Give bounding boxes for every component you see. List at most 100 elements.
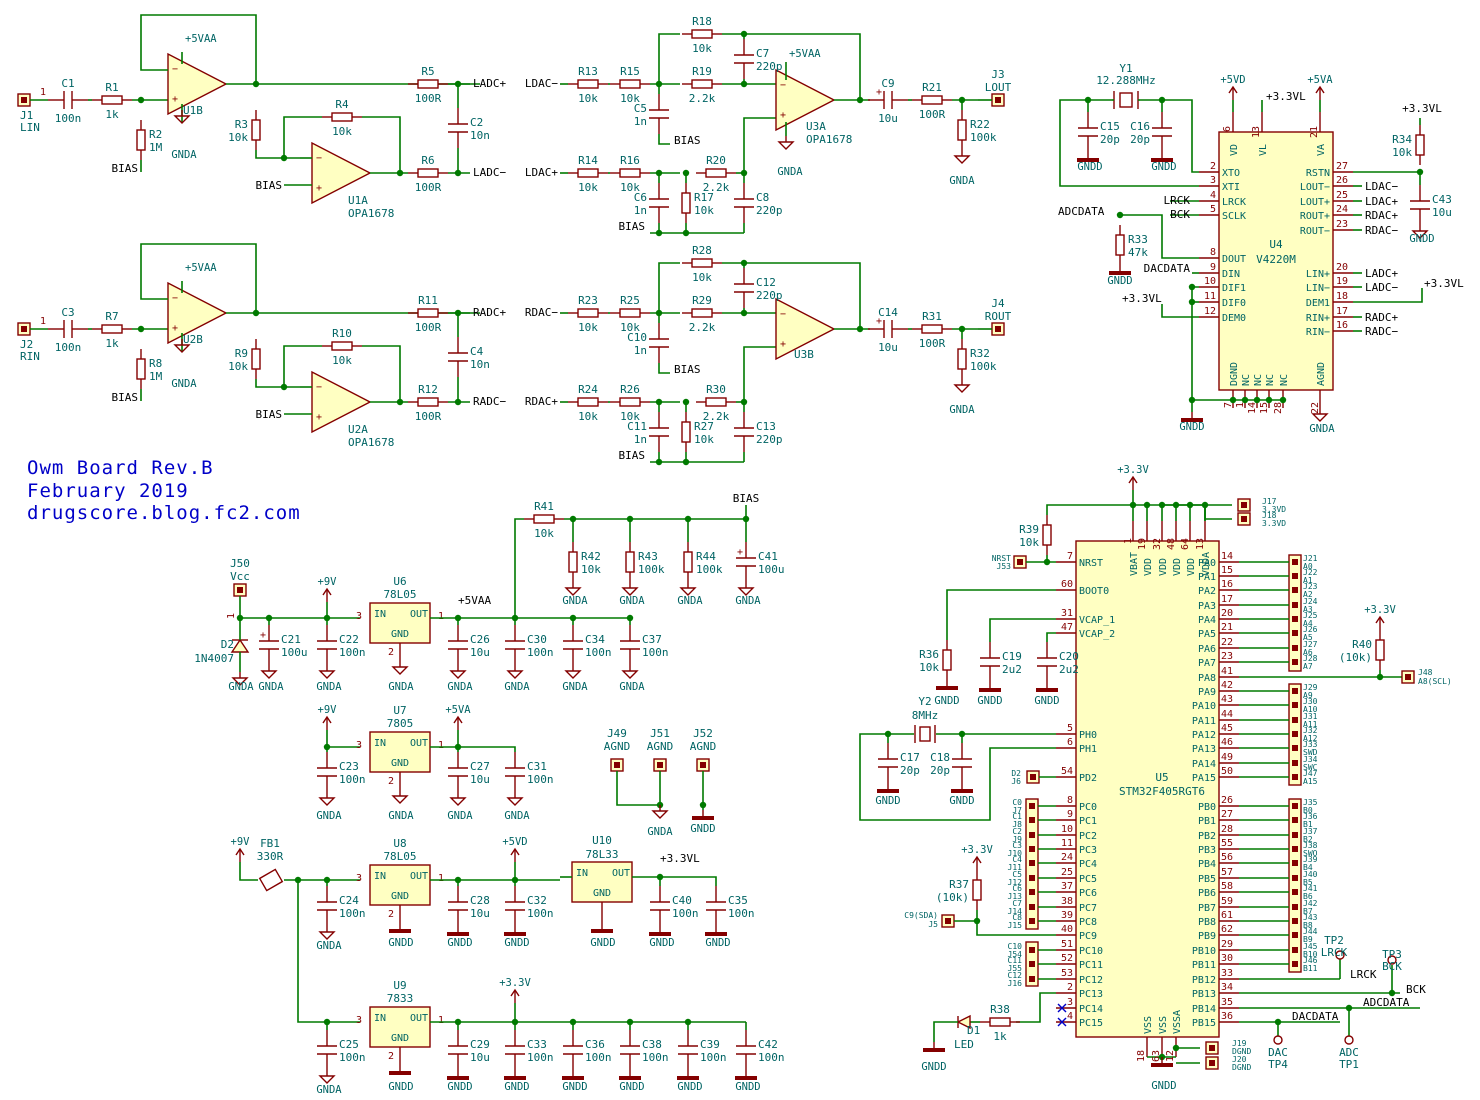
ground-icon	[564, 665, 582, 679]
ground-icon	[923, 1042, 945, 1052]
wire	[1204, 505, 1232, 520]
diode-value: 1N4007	[194, 652, 234, 665]
mcu-pin-name: PD2	[1079, 773, 1097, 784]
ground-icon	[1077, 152, 1099, 162]
mcu-pin-name: PB3	[1198, 845, 1216, 856]
header-label: C5	[1012, 870, 1022, 879]
mcu-pin-name: PB13	[1192, 989, 1216, 1000]
filter-resistor-ref: R29	[692, 294, 712, 307]
bias-net: BIAS	[619, 220, 646, 233]
svg-text:−: −	[780, 80, 786, 91]
bias-net: BIAS	[674, 363, 701, 376]
junction-dot	[137, 325, 145, 333]
regulator-u8-out-pin: OUT	[410, 871, 428, 882]
codec-pin-name: NC	[1253, 374, 1264, 386]
ground-label: GNDA	[562, 681, 588, 693]
header-ref: J35	[1303, 798, 1318, 807]
codec-pin-name: RSTN	[1306, 168, 1330, 179]
title-line: February 2019	[27, 480, 189, 502]
regulator-u8-ref: U8	[393, 837, 406, 850]
dac-resistor-value: 10k	[620, 181, 640, 194]
mcu-pin-num: 37	[1061, 881, 1073, 892]
header-label: B11	[1303, 964, 1318, 973]
mcu-pin-num: 40	[1061, 924, 1073, 935]
ground-label: GNDA	[316, 940, 342, 952]
vcc-pin: 1	[226, 613, 237, 619]
series-resistor-value: 100R	[415, 321, 442, 334]
bias-net: BIAS	[619, 449, 646, 462]
ground-icon	[651, 805, 669, 819]
mcu-pin-name: NRST	[1079, 558, 1103, 569]
codec-net: LADC−	[1365, 281, 1398, 294]
dac-net: RDAC−	[525, 306, 558, 319]
inverter-opamp: −+	[311, 370, 372, 434]
mcu-pin-num: 64	[1180, 538, 1191, 550]
3v3-jumper	[1237, 498, 1251, 512]
bypass-cap	[620, 1030, 640, 1070]
u10-gnd-pin: GND	[593, 888, 611, 899]
bypass-cap-ref: C39	[700, 1038, 720, 1051]
junction-dot	[655, 229, 663, 237]
filter-cap	[734, 183, 754, 223]
reset-resistor-value: 10k	[1392, 146, 1412, 159]
svg-text:2: 2	[388, 776, 394, 787]
dac-resistor	[568, 308, 608, 318]
codec-pin-num: 2	[1210, 161, 1216, 172]
bypass-cap-ref: C37	[642, 633, 662, 646]
codec-vl: +3.3VL	[1266, 90, 1306, 103]
ground-icon	[260, 665, 278, 679]
ground-icon	[506, 665, 524, 679]
input-resistor	[92, 324, 132, 334]
mcu-pin-num: 17	[1221, 594, 1233, 605]
jumper-ref: J5	[928, 920, 938, 929]
mcu-pin-name: VCAP_2	[1079, 629, 1115, 640]
header-label: A15	[1303, 777, 1318, 786]
header-label: C3	[1012, 841, 1022, 850]
mcu-pin-name: VDD	[1143, 558, 1154, 576]
mcu-pin-name: PA9	[1198, 687, 1216, 698]
codec-pin-num: 27	[1336, 161, 1348, 172]
svg-text:+: +	[172, 323, 178, 334]
opamp-ref: U2B	[183, 333, 203, 346]
output-opamp: −+	[775, 297, 836, 361]
mcu-pin-name: PC2	[1079, 831, 1097, 842]
header-ref: J16	[1008, 979, 1023, 988]
junction-dot	[1116, 211, 1124, 219]
mcu-pin-name: PC1	[1079, 816, 1097, 827]
bias-resistor-value: 100k	[638, 563, 665, 576]
ground-icon	[173, 110, 191, 124]
header-label: A1	[1303, 576, 1313, 585]
codec-pin-num: 22	[1310, 402, 1321, 414]
bypass-cap-value: 100n	[642, 646, 669, 659]
bypass-cap-value: 100n	[339, 1051, 366, 1064]
jumper-label: DGND	[1232, 1063, 1251, 1072]
filter-cap-ref: C7	[756, 47, 769, 60]
dac-resistor	[610, 79, 650, 89]
wire	[1161, 304, 1199, 318]
mcu-pin-num: 20	[1221, 608, 1233, 619]
reset-resistor-ref: R34	[1392, 133, 1412, 146]
dac-net: RDAC+	[525, 395, 558, 408]
codec-pin-name: LIN+	[1306, 269, 1330, 280]
codec-pin-name: NC	[1241, 374, 1252, 386]
mcu-pin-num: 57	[1221, 867, 1233, 878]
codec-pin-num: 14	[1247, 402, 1258, 414]
input-resistor-value: 1k	[105, 108, 119, 121]
svg-text:+: +	[316, 183, 322, 194]
mcu-pin-num: 12	[1165, 1050, 1176, 1062]
codec-pin-num: 15	[1259, 402, 1270, 414]
codec-net: RADC+	[1365, 311, 1398, 324]
jumper-ref: J19	[1232, 1039, 1247, 1048]
opamp-power: +5VAA	[185, 33, 217, 45]
mcu-pin-num: 36	[1221, 1011, 1233, 1022]
bypass-cap	[736, 1030, 756, 1070]
wire	[514, 518, 524, 618]
mcu-pin-name: PC7	[1079, 903, 1097, 914]
mcu-pin-num: 22	[1221, 637, 1233, 648]
ferrite-value: 330R	[257, 850, 284, 863]
svg-text:+: +	[260, 630, 266, 641]
ground-label: GNDD	[1151, 1080, 1176, 1092]
wire	[658, 33, 680, 84]
header-label: C10	[1008, 942, 1023, 951]
mcu-pin-num: 9	[1067, 809, 1073, 820]
